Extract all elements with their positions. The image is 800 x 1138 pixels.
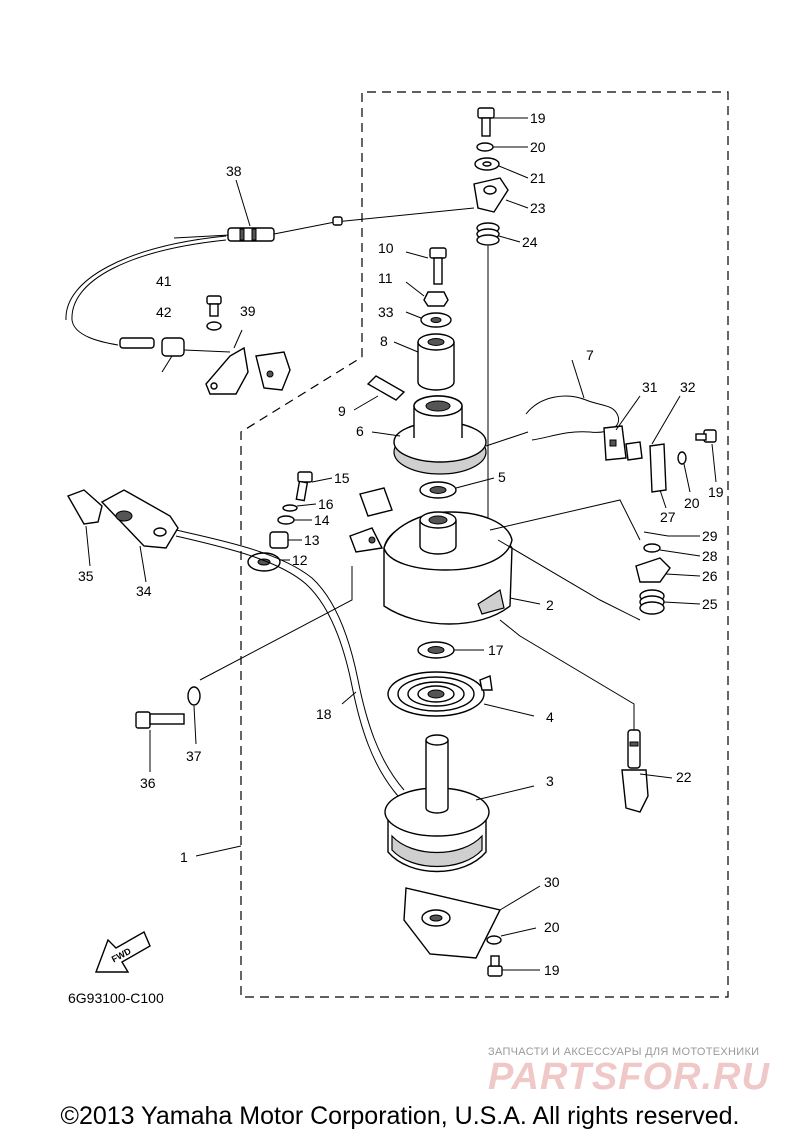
part-26-cam[interactable] [635, 557, 701, 583]
part-38-cable[interactable] [65, 179, 475, 346]
watermark-brand-logo: PARTSFOR.RU [488, 1056, 770, 1098]
callout-7[interactable]: 7 [586, 347, 594, 363]
callout-20[interactable]: 20 [530, 139, 546, 155]
part-30-plate[interactable] [403, 885, 541, 959]
callouts: 19 20 21 23 24 38 10 11 33 8 7 9 6 41 42… [78, 110, 724, 978]
part-19-bolt-bottom[interactable] [487, 955, 540, 977]
part-18-cable[interactable] [175, 529, 405, 797]
callout-2[interactable]: 2 [546, 597, 554, 613]
part-31-plate[interactable] [603, 395, 641, 461]
callout-20-bottom[interactable]: 20 [544, 919, 560, 935]
callout-18[interactable]: 18 [316, 706, 332, 722]
callout-3[interactable]: 3 [546, 773, 554, 789]
part-17-washer[interactable] [417, 641, 484, 659]
part-15-bolt[interactable] [295, 471, 333, 502]
callout-23[interactable]: 23 [530, 200, 546, 216]
part-29-pin[interactable] [643, 531, 700, 537]
callout-26[interactable]: 26 [702, 568, 718, 584]
callout-34[interactable]: 34 [136, 583, 152, 599]
part-7-spring-wire[interactable] [485, 359, 620, 447]
part-2-housing[interactable] [349, 487, 541, 625]
callout-33[interactable]: 33 [378, 304, 394, 320]
callout-40[interactable]: 41 [156, 273, 172, 289]
part-33-washer[interactable] [405, 311, 452, 328]
part-41-washer[interactable] [206, 321, 222, 331]
part-39-bracket[interactable] [205, 329, 291, 395]
callout-20-right[interactable]: 20 [684, 495, 700, 511]
callout-38[interactable]: 38 [226, 163, 242, 179]
callout-35[interactable]: 35 [78, 568, 94, 584]
watermark-tagline: ЗАПЧАСТИ И АКСЕССУАРЫ ДЛЯ МОТОТЕХНИКИ [488, 1046, 760, 1058]
part-20-washer-top[interactable] [476, 142, 528, 152]
callout-4[interactable]: 4 [546, 709, 554, 725]
callout-25[interactable]: 25 [702, 596, 718, 612]
part-28-washer[interactable] [643, 543, 701, 557]
callout-9[interactable]: 9 [338, 403, 346, 419]
callout-6[interactable]: 6 [356, 423, 364, 439]
callout-27[interactable]: 27 [660, 509, 676, 525]
part-10-bolt[interactable] [405, 247, 447, 285]
assembly-boundary [240, 91, 729, 998]
drawing-code: 6G93100-C100 [68, 990, 164, 1006]
callout-14[interactable]: 14 [314, 512, 330, 528]
callout-10[interactable]: 10 [378, 240, 394, 256]
callout-16[interactable]: 16 [318, 496, 334, 512]
part-3-reel[interactable] [384, 734, 535, 873]
part-19-bolt-right[interactable] [695, 429, 717, 483]
callout-30[interactable]: 30 [544, 874, 560, 890]
copyright-notice: ©2013 Yamaha Motor Corporation, U.S.A. A… [60, 1102, 740, 1130]
part-20-washer-right[interactable] [677, 451, 691, 493]
part-8-sleeve[interactable] [393, 333, 455, 391]
callout-13[interactable]: 13 [304, 532, 320, 548]
callout-19-bottom[interactable]: 19 [544, 962, 560, 978]
part-36-bolt[interactable] [135, 711, 185, 772]
part-19-bolt-top[interactable] [477, 107, 528, 137]
part-20-washer-bottom[interactable] [486, 927, 537, 945]
part-16-washer[interactable] [282, 503, 317, 512]
callout-41[interactable]: 42 [156, 304, 172, 320]
part-23-bracket[interactable] [473, 177, 529, 213]
part-6-gear[interactable] [371, 395, 487, 475]
callout-37[interactable]: 37 [186, 748, 202, 764]
part-14-washer[interactable] [277, 515, 312, 525]
callout-21[interactable]: 21 [530, 170, 546, 186]
part-35-knob[interactable] [66, 489, 103, 567]
callout-11[interactable]: 11 [378, 270, 393, 286]
part-27-bracket[interactable] [649, 443, 667, 509]
part-32-plate[interactable] [625, 395, 681, 461]
part-13-collar[interactable] [269, 531, 302, 549]
callout-19[interactable]: 19 [530, 110, 546, 126]
callout-29[interactable]: 29 [702, 528, 718, 544]
callout-36[interactable]: 36 [140, 775, 156, 791]
callout-15[interactable]: 15 [334, 470, 350, 486]
callout-31[interactable]: 31 [642, 379, 658, 395]
part-4-spring[interactable] [387, 671, 535, 717]
fwd-arrow-icon: FWD [94, 931, 151, 973]
callout-28[interactable]: 28 [702, 548, 718, 564]
callout-5[interactable]: 5 [498, 469, 506, 485]
callout-32[interactable]: 32 [680, 379, 696, 395]
callout-8[interactable]: 8 [380, 333, 388, 349]
part-40-bolt[interactable] [206, 295, 222, 317]
part-37-washer[interactable] [187, 686, 201, 745]
callout-22[interactable]: 22 [676, 769, 692, 785]
part-42-pin[interactable] [119, 337, 231, 373]
callout-39[interactable]: 39 [240, 303, 256, 319]
part-25-spring[interactable] [639, 589, 701, 615]
part-11-nut[interactable] [405, 281, 449, 307]
callout-19-right[interactable]: 19 [708, 484, 724, 500]
part-34-lever[interactable] [100, 489, 179, 583]
callout-1[interactable]: 1 [180, 849, 188, 865]
callout-17[interactable]: 17 [488, 642, 504, 658]
part-9-pin[interactable] [353, 375, 406, 411]
callout-12[interactable]: 12 [292, 552, 308, 568]
part-5-washer[interactable] [419, 477, 495, 499]
callout-24[interactable]: 24 [522, 234, 538, 250]
part-22-handle[interactable] [621, 729, 673, 813]
part-21-washer[interactable] [474, 157, 529, 179]
part-24-spring[interactable] [476, 222, 521, 535]
